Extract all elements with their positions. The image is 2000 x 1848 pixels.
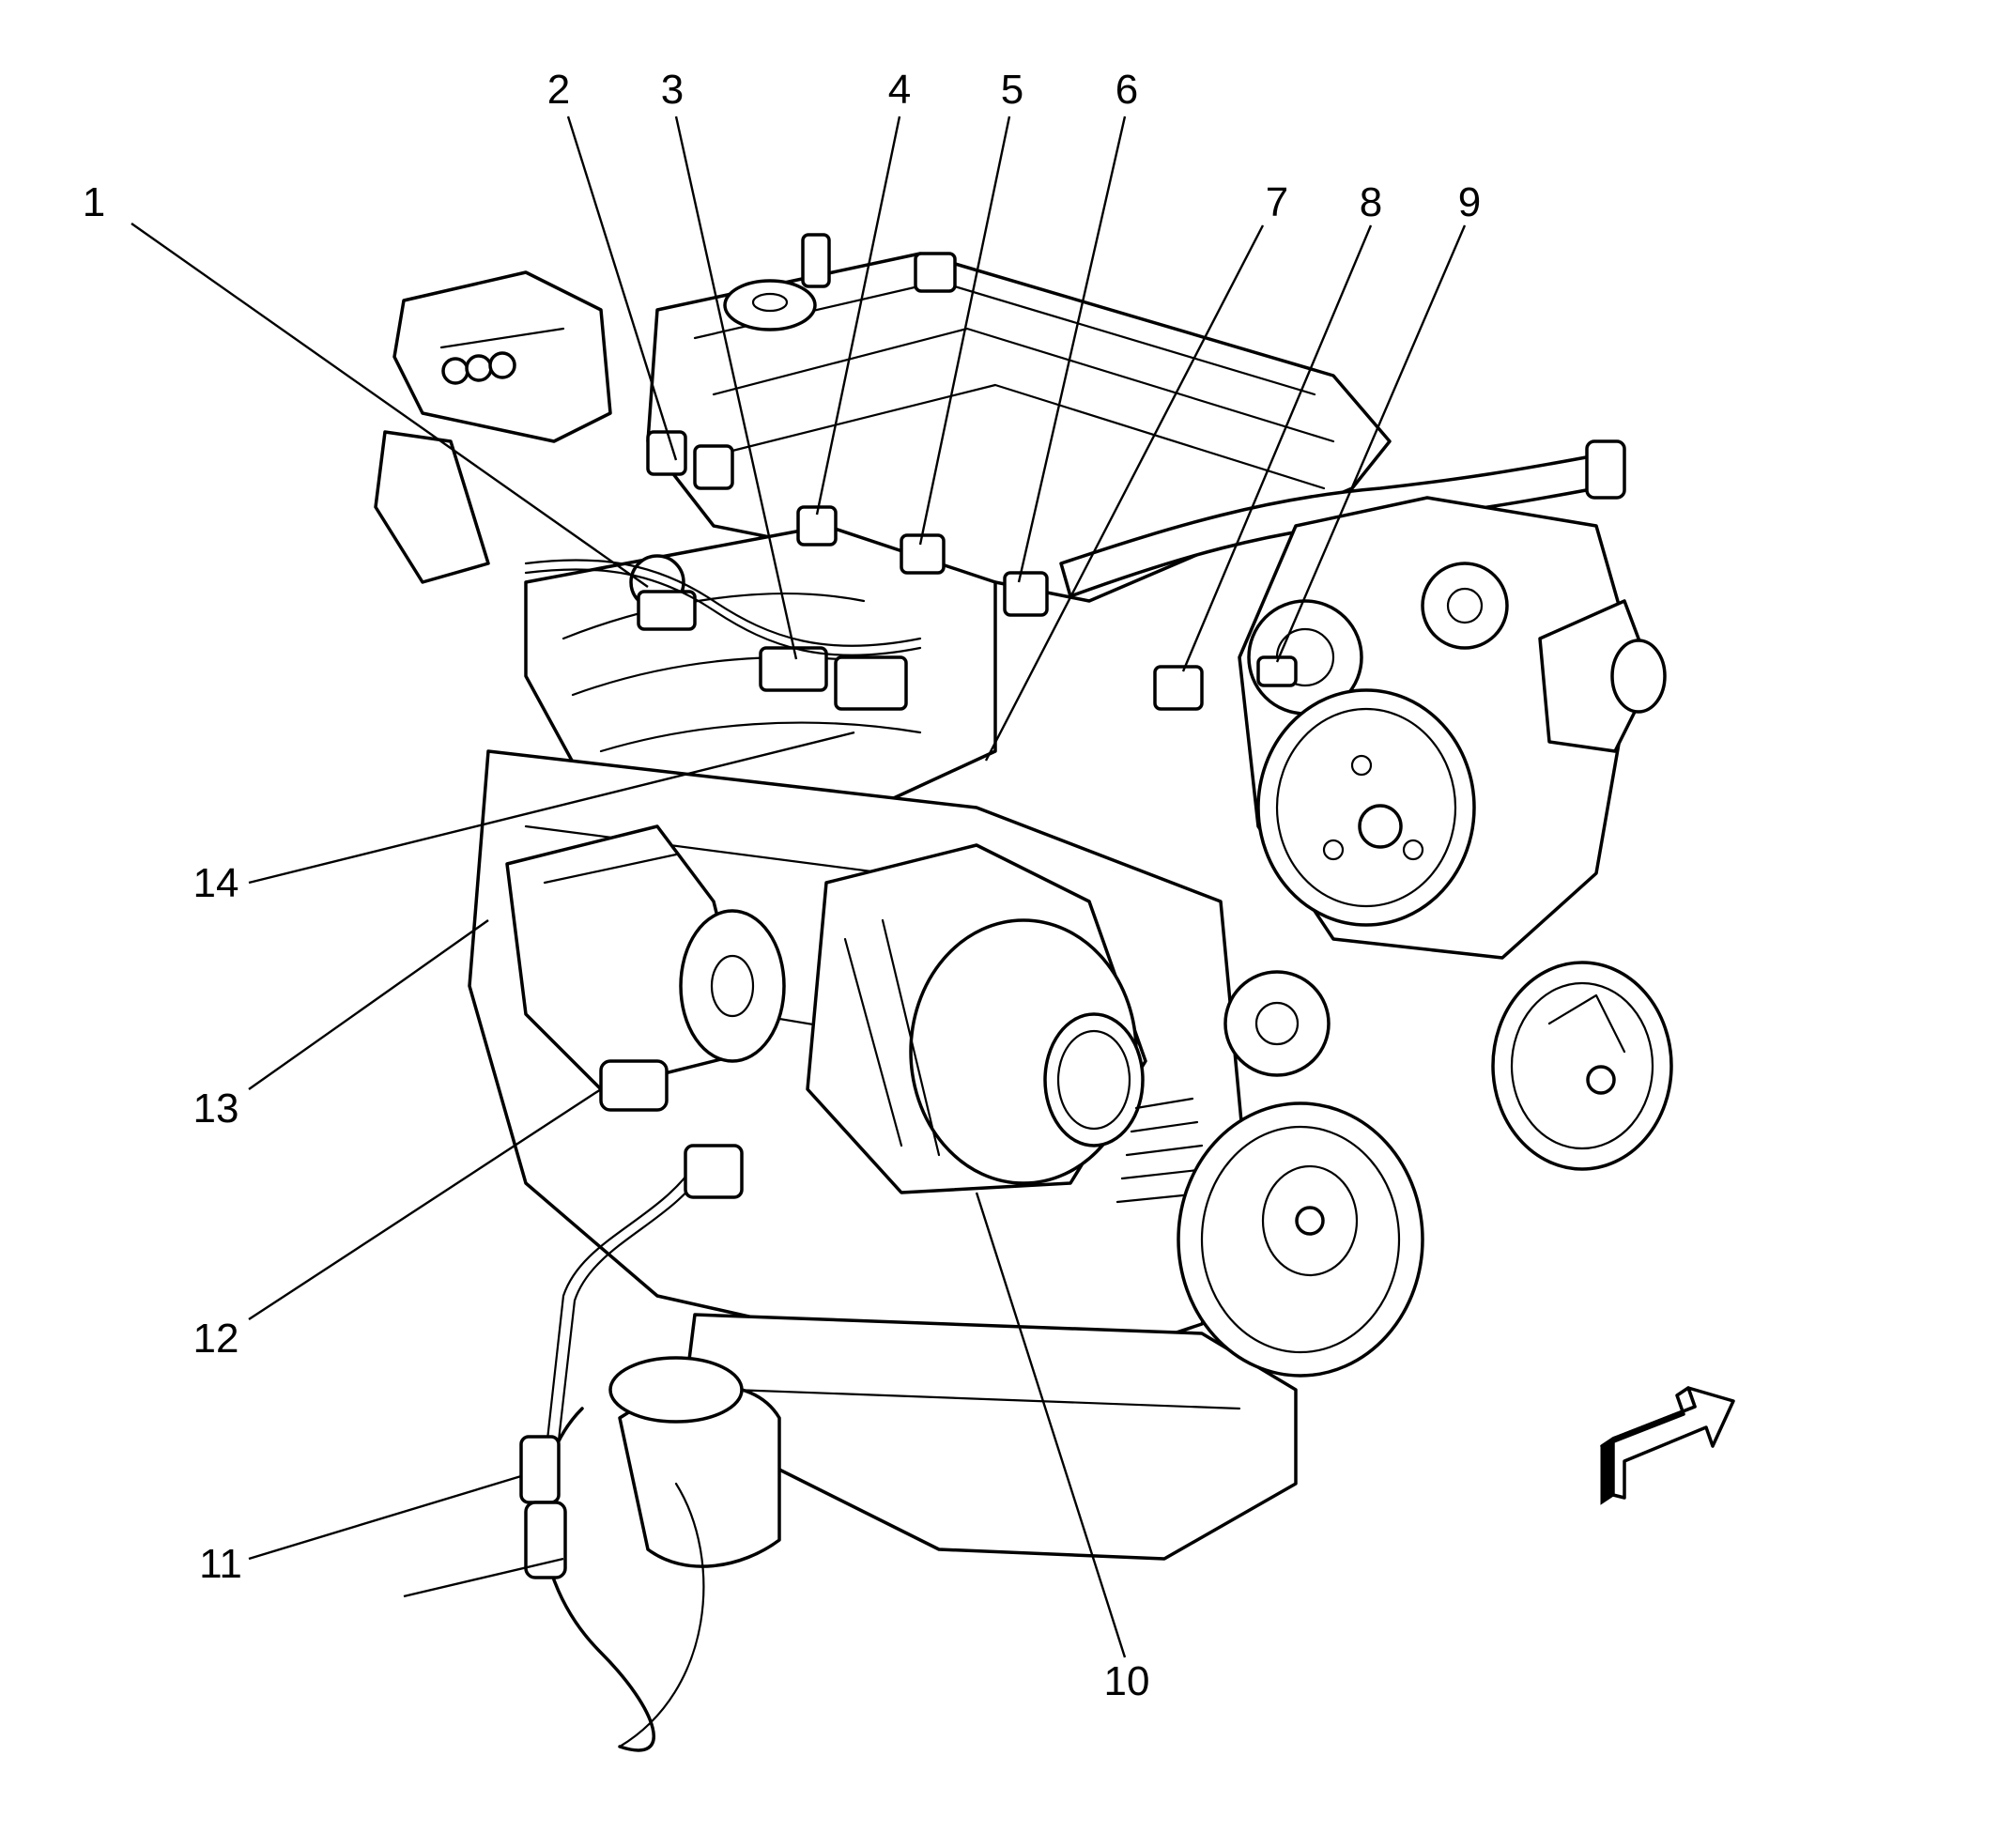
callout-3: 3 bbox=[661, 67, 684, 113]
exhaust-pipe bbox=[540, 1356, 781, 1752]
leader-line-3 bbox=[674, 116, 798, 660]
tensioner-spring bbox=[1115, 1097, 1213, 1204]
leader-line-13 bbox=[248, 919, 489, 1090]
crankshaft-balancer bbox=[1177, 1101, 1424, 1378]
connectors bbox=[629, 430, 1298, 711]
leader-lines bbox=[131, 116, 1467, 1658]
leader-line-5 bbox=[918, 116, 1011, 546]
water-pump-pulley bbox=[1256, 688, 1476, 927]
ac-compressor-clutch bbox=[1491, 961, 1673, 1171]
callout-labels: 1 2 3 4 5 6 7 8 9 10 11 12 13 14 bbox=[83, 67, 1481, 1704]
leader-line-2 bbox=[566, 116, 678, 461]
wiring-harness bbox=[524, 559, 922, 1467]
callout-8: 8 bbox=[1360, 179, 1382, 225]
callout-14: 14 bbox=[193, 860, 239, 906]
leader-line-9 bbox=[1275, 224, 1467, 663]
generator bbox=[806, 843, 1147, 1194]
callout-13: 13 bbox=[193, 1086, 239, 1132]
callout-10: 10 bbox=[1104, 1658, 1150, 1704]
callout-4: 4 bbox=[888, 67, 911, 113]
coolant-outlet bbox=[1538, 599, 1667, 753]
crankshaft-sensor-area bbox=[599, 1059, 744, 1199]
leader-line-4 bbox=[815, 116, 901, 516]
leader-line-1 bbox=[131, 223, 649, 588]
callout-2: 2 bbox=[547, 67, 570, 113]
leader-line-10 bbox=[975, 1192, 1127, 1658]
callout-6: 6 bbox=[1115, 67, 1138, 113]
idler-pulley bbox=[1223, 970, 1331, 1077]
leader-line-11 bbox=[248, 1474, 522, 1561]
leader-line-12 bbox=[248, 1087, 602, 1321]
engine-illustration bbox=[374, 233, 1673, 1752]
callout-5: 5 bbox=[1001, 67, 1023, 113]
callout-9: 9 bbox=[1458, 179, 1481, 225]
leader-line-8 bbox=[1181, 224, 1373, 672]
view-direction-arrow-icon bbox=[1600, 1386, 1735, 1505]
leader-line-6 bbox=[1017, 116, 1127, 583]
leader-line-11b bbox=[403, 1557, 564, 1598]
callout-7: 7 bbox=[1266, 179, 1288, 225]
callout-1: 1 bbox=[83, 179, 105, 225]
starter-motor bbox=[505, 824, 786, 1091]
callout-11: 11 bbox=[199, 1541, 242, 1587]
oxygen-sensor bbox=[519, 1435, 567, 1579]
leader-line-14 bbox=[248, 731, 855, 885]
callout-12: 12 bbox=[193, 1316, 239, 1362]
leader-line-7 bbox=[984, 224, 1265, 762]
